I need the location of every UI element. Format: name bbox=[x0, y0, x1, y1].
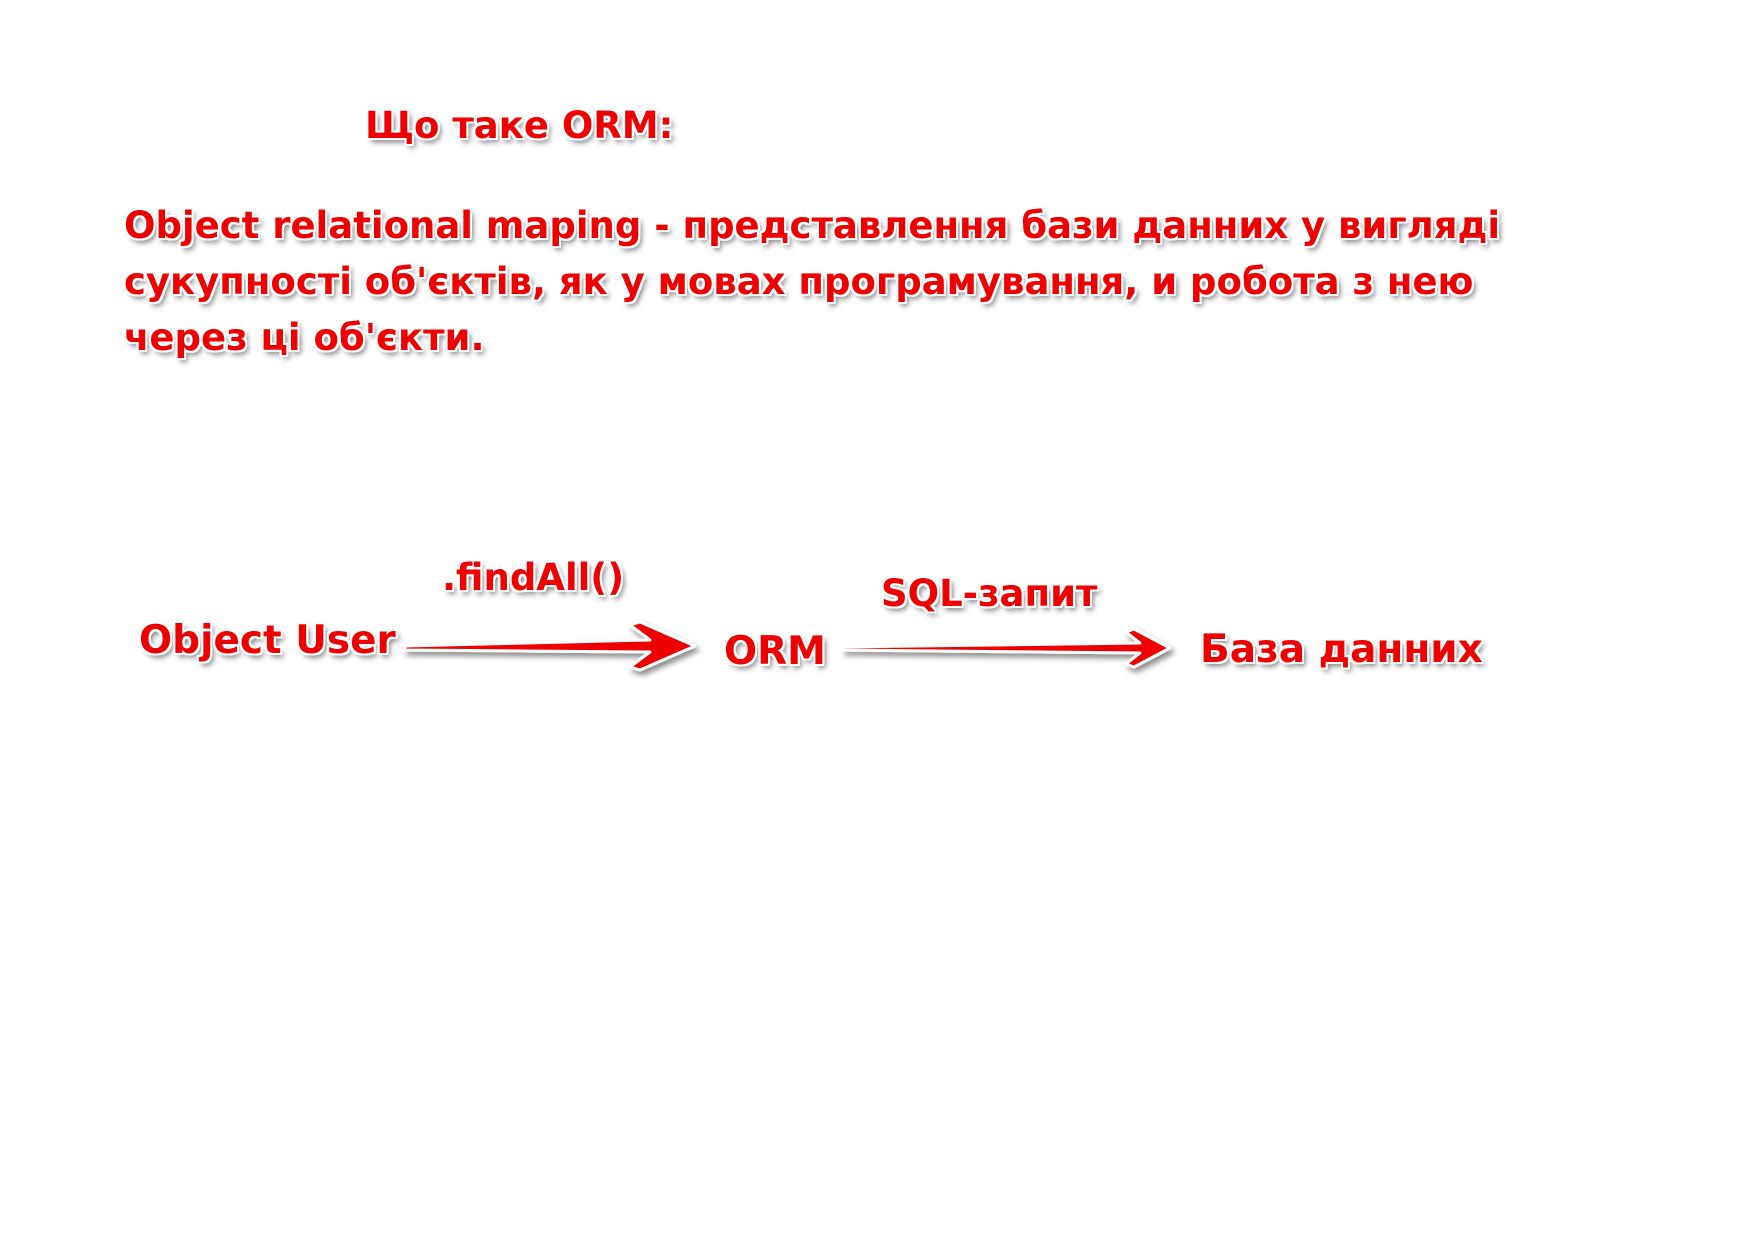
definition-line: сукупності об'єктів, як у мовах програму… bbox=[124, 260, 1474, 303]
node-orm: ORM bbox=[724, 629, 826, 674]
edge-label-findall: .findAll() bbox=[442, 556, 625, 599]
edge-label-sql-query: SQL-запит bbox=[881, 572, 1098, 615]
slide-title: Що таке ORM: bbox=[365, 104, 674, 147]
definition-line: Object relational maping - представлення… bbox=[124, 204, 1501, 247]
arrow-user-to-orm bbox=[403, 620, 697, 672]
node-object-user: Object User bbox=[139, 618, 396, 663]
node-database: База данних bbox=[1200, 627, 1483, 672]
definition-line: через ці об'єкти. bbox=[124, 316, 485, 359]
arrow-orm-to-database bbox=[841, 627, 1172, 669]
orm-definition: Object relational maping - представлення… bbox=[124, 198, 1500, 366]
